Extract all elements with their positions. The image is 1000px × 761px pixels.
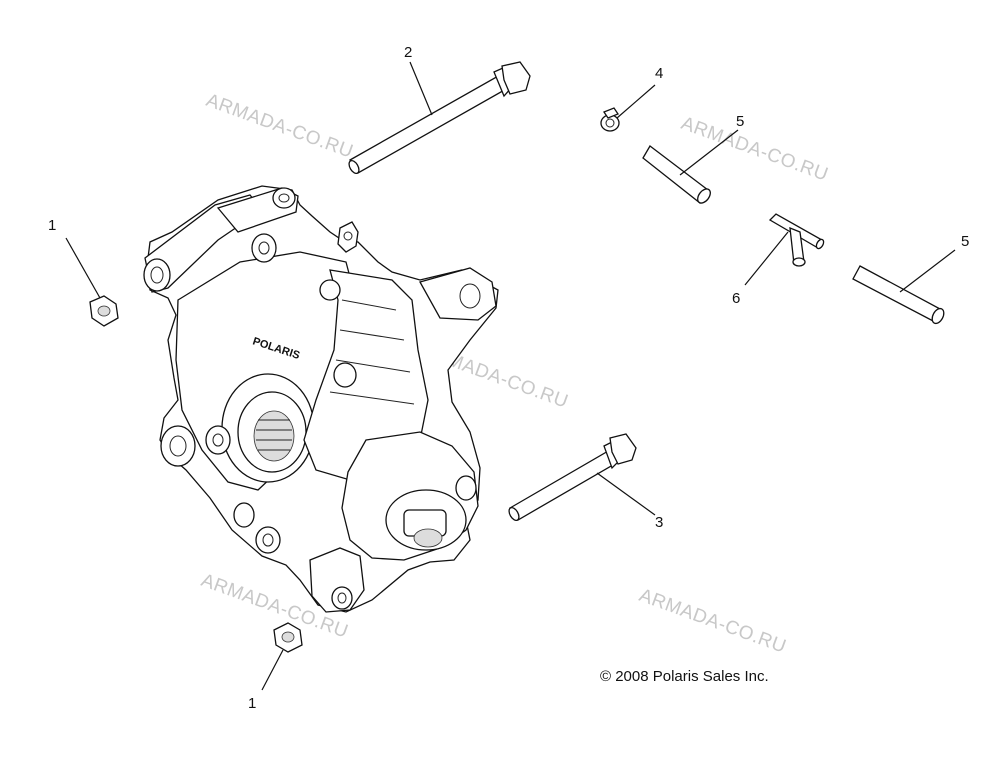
leader-1-lower [261, 649, 284, 691]
leader-5-lower [899, 249, 956, 293]
nut-1-upper-hole [97, 305, 111, 317]
bolt-2-end [348, 159, 360, 175]
breather-fitting [337, 221, 359, 253]
bolt-3-shaft [509, 449, 619, 521]
hose-5-lower-body [852, 265, 943, 323]
leader-1-upper [65, 237, 101, 299]
bottom-boss-1 [233, 502, 255, 528]
hose-5-upper-end [697, 188, 711, 204]
mount-hole-top [272, 187, 296, 209]
hose-5-lower-end [931, 307, 945, 325]
part-nut-1-upper [89, 295, 119, 327]
callout-1-upper: 1 [48, 217, 56, 234]
copyright-text: © 2008 Polaris Sales Inc. [600, 668, 769, 685]
callout-4: 4 [655, 65, 663, 82]
tee-6-branch-end [792, 257, 806, 267]
part-hose-5-lower [852, 265, 945, 325]
part-tee-6 [768, 213, 825, 267]
leader-6 [744, 231, 789, 286]
callouts: 1 1 2 3 4 5 5 6 [48, 44, 969, 712]
part-clamp-4 [600, 107, 620, 132]
mid-left-boss [205, 425, 231, 455]
watermark-2: ARMADA-CO.RU [678, 113, 831, 186]
callout-5-upper: 5 [736, 113, 744, 130]
leader-5-upper [679, 129, 739, 176]
leader-3 [596, 472, 656, 516]
hose-5-upper-body [642, 145, 709, 204]
callout-5-lower: 5 [961, 233, 969, 250]
bolt-2-head [501, 61, 531, 95]
leader-2 [409, 61, 433, 116]
output-nut [413, 528, 443, 548]
part-nut-1-lower [273, 622, 303, 653]
callout-6: 6 [732, 290, 740, 307]
right-mount-ear [419, 267, 497, 321]
watermark-1: ARMADA-CO.RU [203, 90, 356, 163]
leader-4 [616, 84, 656, 119]
top-center-boss [319, 279, 341, 301]
right-lower-boss [455, 475, 477, 501]
callout-1-lower: 1 [248, 695, 256, 712]
drum-center [253, 410, 295, 462]
callout-3: 3 [655, 514, 663, 531]
leader-lines [65, 61, 956, 691]
upper-boss [251, 233, 277, 263]
center-boss [333, 362, 357, 388]
part-bolt-3 [508, 433, 637, 522]
bottom-boss-2 [255, 526, 281, 554]
clamp-4-tab [603, 107, 619, 119]
nut-1-lower-hole [281, 631, 295, 643]
callout-2: 2 [404, 44, 412, 61]
bolt-3-head [609, 433, 637, 465]
bolt-3-end [508, 506, 520, 522]
mount-hole-left [143, 258, 171, 292]
tee-6-run-end [815, 238, 825, 250]
lower-left-boss [160, 425, 196, 467]
bottom-mount-hole [331, 586, 353, 610]
part-hose-5-upper [642, 145, 711, 204]
part-bolt-2 [348, 61, 531, 175]
bolt-2-shaft [349, 74, 509, 174]
transmission-case: POLARIS [143, 185, 499, 613]
watermark-5: ARMADA-CO.RU [636, 585, 789, 658]
